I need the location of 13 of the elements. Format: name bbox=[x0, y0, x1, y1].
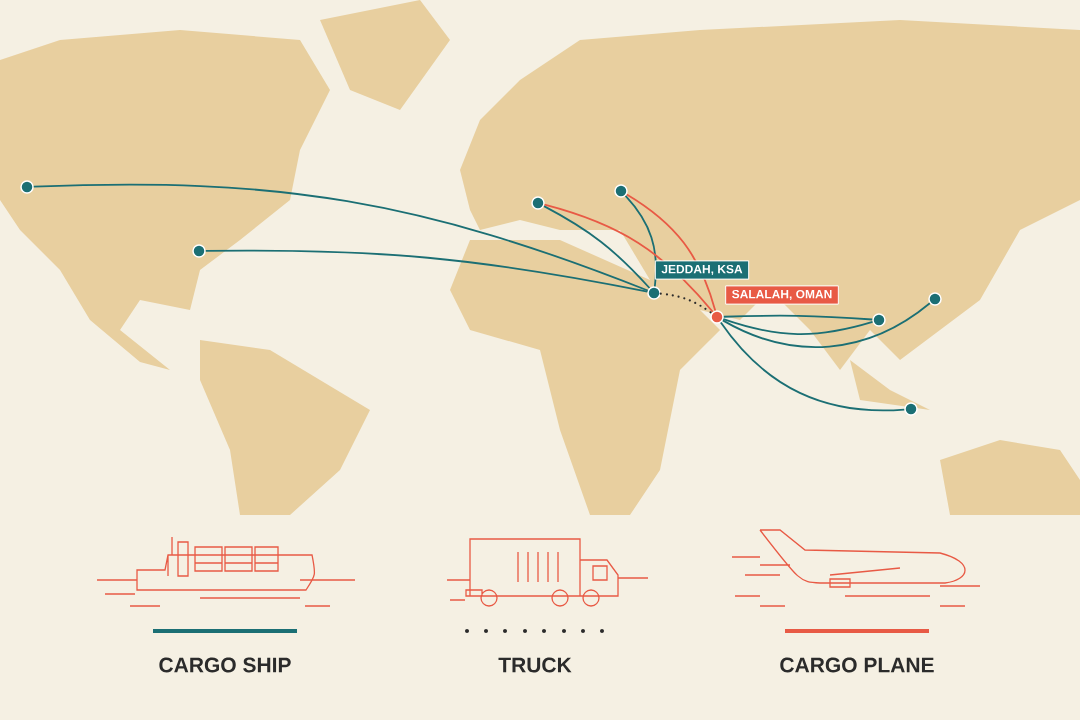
legend-label: CARGO PLANE bbox=[780, 657, 934, 673]
route-line bbox=[721, 302, 931, 348]
legend-label: CARGO SHIP bbox=[159, 657, 291, 673]
route-line bbox=[722, 314, 874, 321]
route-line bbox=[32, 183, 649, 292]
city-label: SALALAH, OMAN bbox=[725, 285, 839, 305]
city-label: JEDDAH, KSA bbox=[654, 260, 750, 280]
route-line bbox=[722, 318, 874, 335]
route-line bbox=[543, 205, 651, 289]
legend-label: TRUCK bbox=[498, 657, 572, 673]
route-line bbox=[719, 321, 906, 412]
truck-route bbox=[659, 292, 713, 315]
route-line bbox=[204, 249, 649, 293]
